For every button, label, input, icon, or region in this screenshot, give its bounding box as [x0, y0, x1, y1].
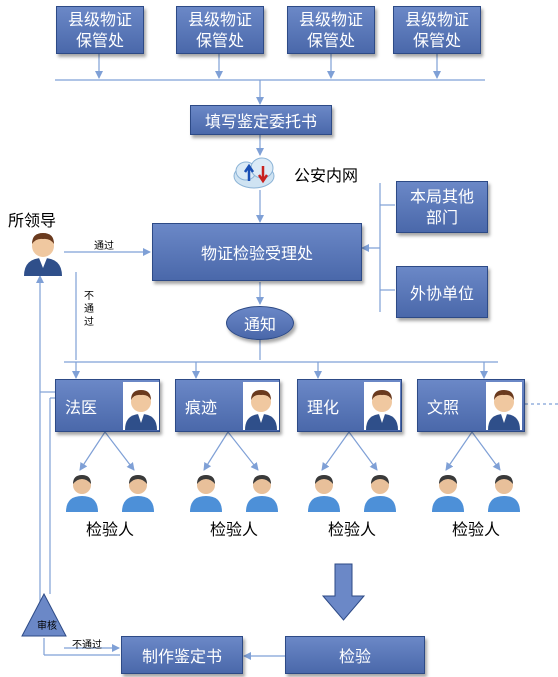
- county-office-4: 县级物证 保管处: [393, 6, 481, 54]
- other-dept-box: 本局其他 部门: [396, 181, 488, 233]
- county-office-4-label: 县级物证 保管处: [404, 10, 469, 50]
- county-office-3-label: 县级物证 保管处: [298, 10, 363, 50]
- inspector-pair-icon: [308, 475, 396, 512]
- inspector-label-3: 检验人: [328, 520, 377, 539]
- review-triangle: [21, 592, 67, 637]
- inspector-label-4: 检验人: [452, 520, 501, 539]
- dept-head-avatar-icon: [123, 382, 159, 430]
- county-office-1-label: 县级物证 保管处: [67, 10, 132, 50]
- inspect-label: 检验: [338, 647, 371, 666]
- inspect-box: 检验: [285, 636, 425, 674]
- notify-oval: 通知: [226, 306, 294, 340]
- make-report-label: 制作鉴定书: [141, 647, 222, 666]
- external-unit-label: 外协单位: [409, 284, 474, 303]
- fill-form-box: 填写鉴定委托书: [190, 105, 332, 135]
- dept-head-avatar-icon: [364, 382, 400, 430]
- acceptance-box: 物证检验受理处: [152, 223, 362, 281]
- leader-label: 所领导: [8, 211, 57, 230]
- county-office-2: 县级物证 保管处: [176, 6, 264, 54]
- inspector-label-2: 检验人: [210, 520, 259, 539]
- inspector-label-1: 检验人: [86, 520, 135, 539]
- external-unit-box: 外协单位: [396, 266, 488, 318]
- big-down-arrow: [321, 563, 366, 621]
- county-office-2-label: 县级物证 保管处: [187, 10, 252, 50]
- dept-head-avatar-icon: [486, 382, 522, 430]
- county-office-3: 县级物证 保管处: [287, 6, 375, 54]
- inspector-pair-icon: [432, 475, 520, 512]
- dept-document-photo-label: 文照: [427, 397, 460, 417]
- dept-physchem-label: 理化: [307, 397, 340, 417]
- not-pass-label: 不通过: [72, 640, 102, 651]
- leader-avatar-icon: [24, 233, 62, 276]
- acceptance-label: 物证检验受理处: [200, 244, 313, 263]
- dept-forensic-label: 法医: [65, 397, 98, 417]
- cloud-icon: [233, 157, 275, 189]
- fill-form-label: 填写鉴定委托书: [204, 112, 317, 131]
- notify-label: 通知: [243, 315, 276, 334]
- dept-head-avatar-icon: [243, 382, 279, 430]
- pass-label: 通过: [94, 241, 114, 252]
- county-office-1: 县级物证 保管处: [56, 6, 144, 54]
- make-report-box: 制作鉴定书: [121, 636, 243, 674]
- inspector-pair-icon: [66, 475, 154, 512]
- fail-label: 不 通 过: [84, 291, 94, 328]
- other-dept-label: 本局其他 部门: [409, 187, 474, 227]
- review-label: 审核: [37, 621, 57, 632]
- inspector-pair-icon: [190, 475, 278, 512]
- dept-trace-label: 痕迹: [185, 397, 218, 417]
- police-net-label: 公安内网: [294, 166, 359, 185]
